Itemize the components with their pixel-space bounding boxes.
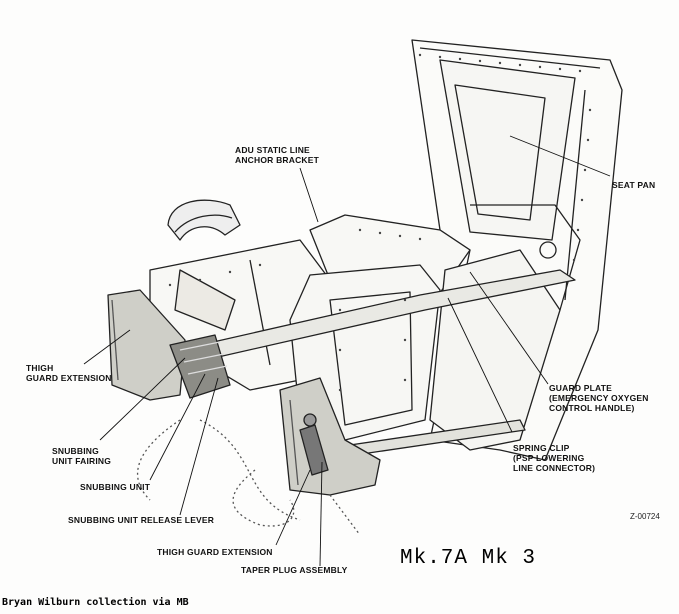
leader-guard-plate: [469, 271, 549, 385]
seat-back-inner-panel: [439, 59, 576, 241]
label-snubbing-unit: SNUBBING UNIT: [80, 482, 151, 492]
leader-snubbing-unit: [149, 373, 206, 481]
label-snubbing-release: SNUBBING UNIT RELEASE LEVER: [68, 515, 215, 525]
drawing-reference-number: Z-00724: [630, 512, 660, 521]
label-thigh-guard-bottom: THIGH GUARD EXTENSION: [157, 547, 273, 557]
leader-adu: [299, 167, 319, 223]
leader-thigh-bottom: [275, 469, 311, 546]
leader-fairing: [99, 357, 186, 441]
label-thigh-guard-left: THIGH GUARD EXTENSION: [26, 363, 112, 383]
leader-seat-pan: [509, 135, 611, 177]
thigh-guard-right: [279, 377, 381, 496]
snubbing-unit: [169, 334, 231, 399]
leader-thigh-left: [83, 329, 131, 365]
label-adu-bracket: ADU STATIC LINE ANCHOR BRACKET: [235, 145, 320, 165]
leader-spring-clip: [447, 297, 513, 433]
taper-plug: [299, 424, 329, 476]
label-seat-pan: SEAT PAN: [612, 180, 656, 190]
model-designation: Mk.7A Mk 3: [400, 547, 537, 570]
label-spring-clip: SPRING CLIP (PSP LOWERING LINE CONNECTOR…: [513, 443, 596, 473]
photo-credit: Bryan Wilburn collection via MB: [2, 597, 189, 608]
headrest-loop: [167, 199, 241, 241]
leader-taper-plug: [319, 461, 323, 567]
leader-release-lever: [179, 377, 219, 516]
label-taper-plug: TAPER PLUG ASSEMBLY: [241, 565, 348, 575]
seat-back-window: [454, 84, 546, 221]
label-guard-plate: GUARD PLATE (EMERGENCY OXYGEN CONTROL HA…: [549, 383, 649, 413]
label-snubbing-fairing: SNUBBING UNIT FAIRING: [52, 446, 112, 466]
thigh-guard-left: [107, 289, 186, 401]
